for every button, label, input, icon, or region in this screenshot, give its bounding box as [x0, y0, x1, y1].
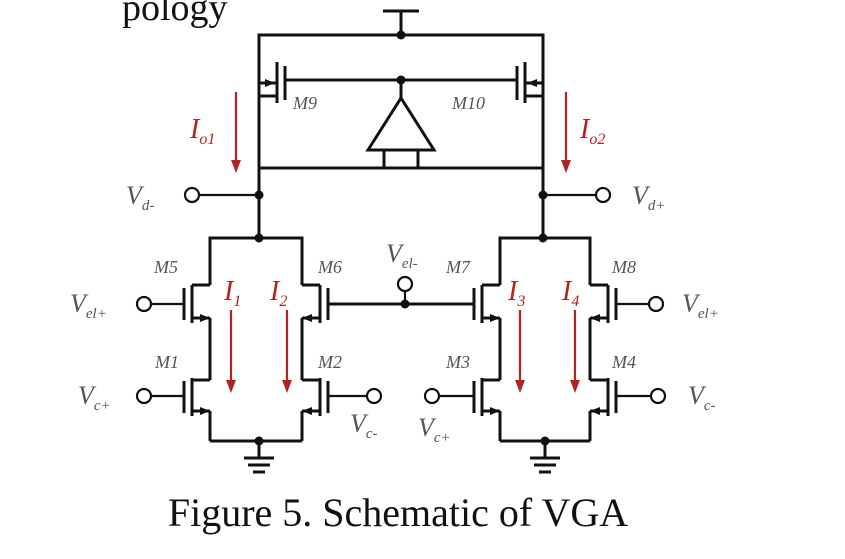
- transistor-m2: [300, 378, 330, 441]
- label-vel-plus-right: Vel+: [682, 289, 719, 322]
- supply-rail: [257, 33, 545, 83]
- label-vc-minus-mid: Vc-: [350, 409, 378, 442]
- label-m8: M8: [611, 257, 636, 277]
- cmfb-amplifier: [365, 80, 437, 168]
- label-vc-minus-right: Vc-: [688, 381, 716, 414]
- label-vel-plus-left: Vel+: [70, 289, 107, 322]
- port-vc-minus-mid: [328, 387, 383, 405]
- transistor-m7: [472, 283, 502, 380]
- label-m6: M6: [317, 257, 342, 277]
- label-i4: I4: [561, 276, 579, 310]
- port-vc-minus-right: [616, 387, 667, 405]
- current-arrow-i1: [226, 310, 236, 393]
- label-m2: M2: [317, 352, 342, 372]
- label-m10: M10: [451, 93, 485, 113]
- transistor-m3: [472, 378, 502, 441]
- label-m4: M4: [611, 352, 636, 372]
- ground-left: [210, 436, 302, 474]
- label-vc-plus-mid: Vc+: [418, 413, 451, 446]
- port-vd-minus: [183, 186, 264, 204]
- current-arrow-i4: [570, 310, 580, 393]
- port-vd-plus: [538, 186, 612, 204]
- label-io1: Io1: [189, 114, 215, 148]
- label-vd-minus: Vd-: [126, 181, 154, 214]
- transistor-m10: [401, 62, 545, 103]
- port-vc-plus-mid: [423, 387, 474, 405]
- transistor-m8: [588, 283, 618, 380]
- port-vel-minus: [328, 275, 474, 309]
- current-arrow-io2: [561, 92, 571, 173]
- ground-right: [500, 436, 590, 474]
- transistor-m4: [588, 378, 618, 441]
- transistor-m5: [182, 283, 212, 380]
- current-arrow-io1: [231, 92, 241, 173]
- label-vel-minus: Vel-: [386, 239, 418, 272]
- port-vel-plus-right: [616, 295, 665, 313]
- port-vc-plus-left: [135, 387, 184, 405]
- label-m9: M9: [292, 93, 317, 113]
- current-arrow-i3: [515, 310, 525, 393]
- label-m5: M5: [153, 257, 178, 277]
- top-text-fragment: pology: [122, 0, 228, 29]
- label-io2: Io2: [579, 114, 605, 148]
- figure-caption: Figure 5. Schematic of VGA: [168, 490, 628, 535]
- label-m7: M7: [445, 257, 471, 277]
- transistor-m9: [257, 62, 401, 103]
- label-vc-plus-left: Vc+: [78, 381, 111, 414]
- label-m1: M1: [154, 352, 179, 372]
- label-i2: I2: [269, 276, 287, 310]
- transistor-m1: [182, 378, 212, 441]
- label-m3: M3: [445, 352, 470, 372]
- label-vd-plus: Vd+: [632, 181, 666, 214]
- label-i1: I1: [223, 276, 241, 310]
- label-i3: I3: [507, 276, 525, 310]
- current-arrow-i2: [282, 310, 292, 393]
- port-vel-plus-left: [135, 295, 184, 313]
